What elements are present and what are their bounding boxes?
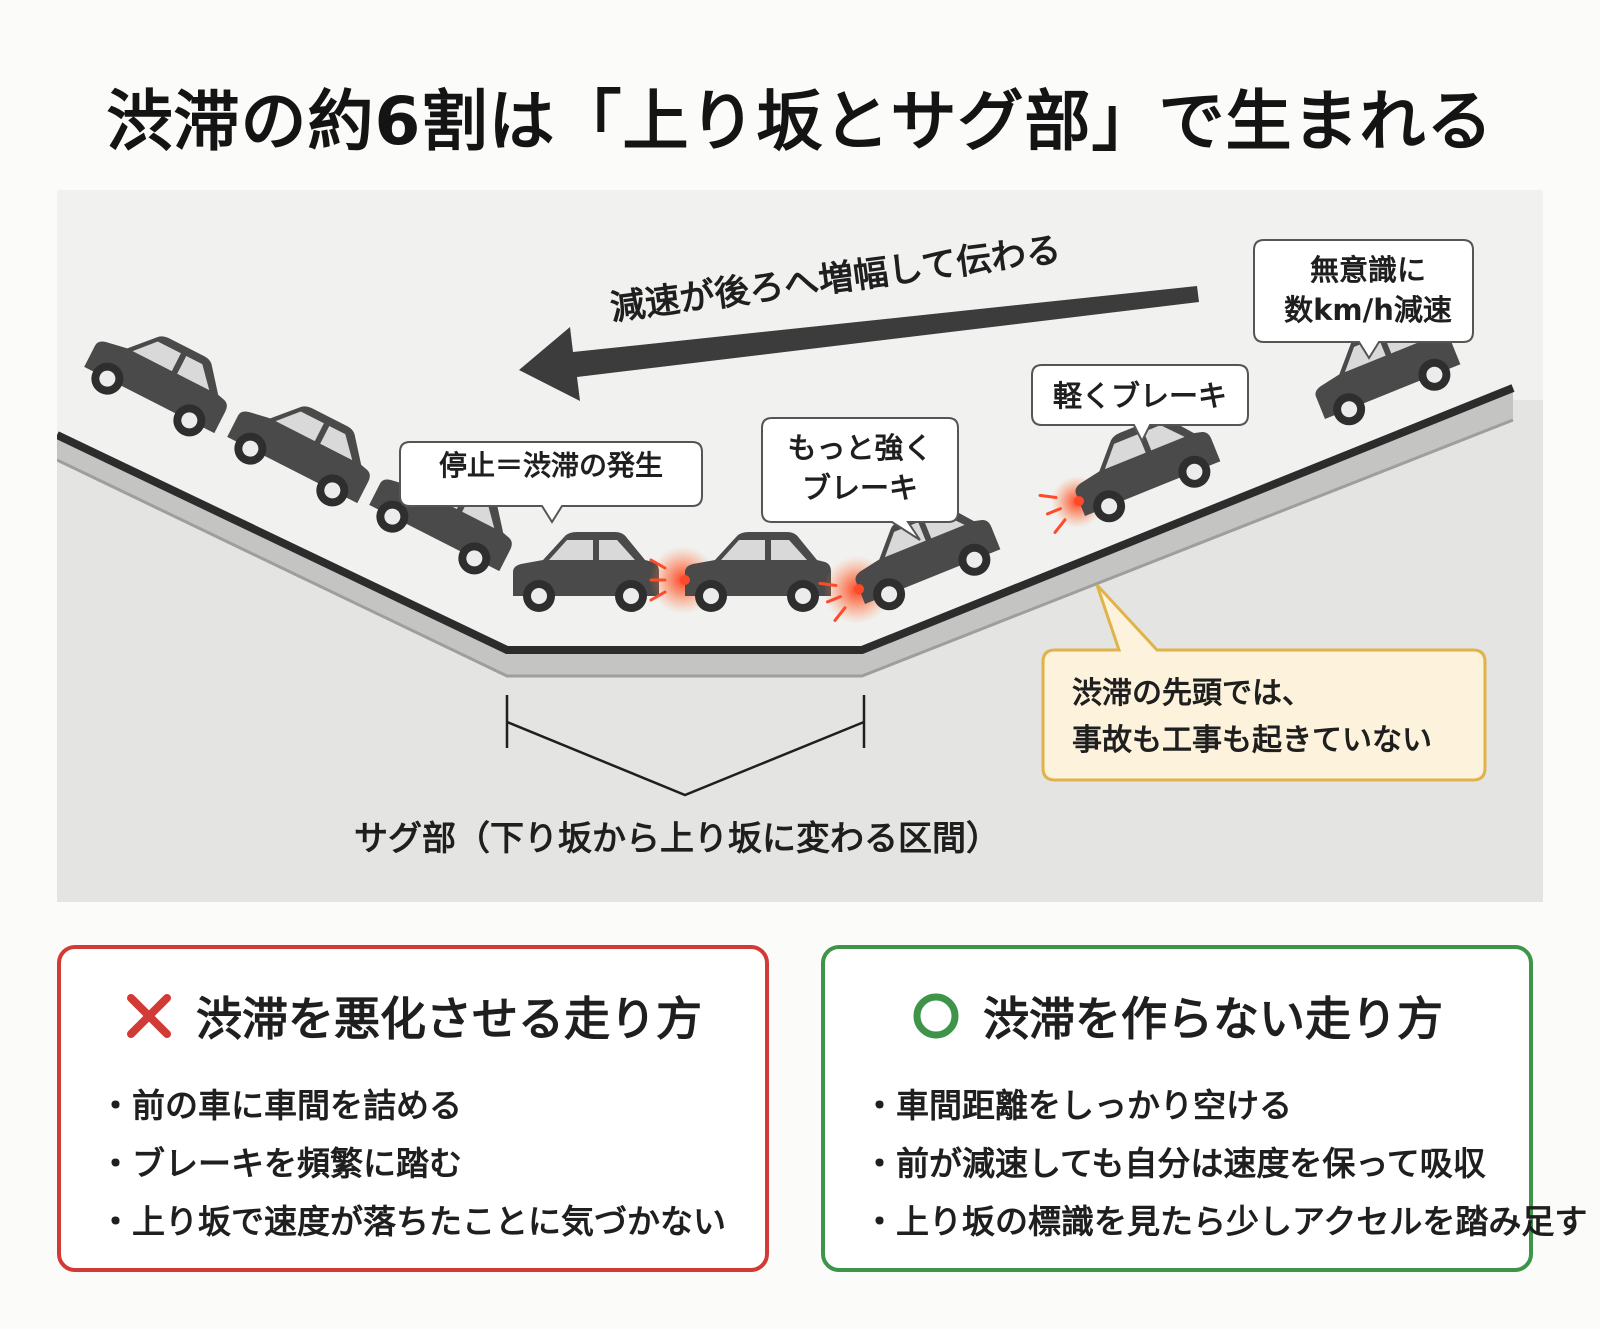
- cars-group: [84, 320, 1461, 624]
- brake-spark: [1045, 507, 1062, 516]
- brake-spark: [825, 595, 842, 604]
- list-item: 上り坂で速度が落ちたことに気づかない: [99, 1193, 726, 1251]
- car-hubcap: [1426, 366, 1443, 383]
- note-box: 渋滞の先頭では、 事故も工事も起きていない: [1041, 583, 1487, 782]
- car-window: [177, 355, 210, 391]
- car-hubcap: [623, 588, 639, 604]
- callout-stop: 停止＝渋滞の発生: [399, 441, 703, 524]
- car-window: [884, 522, 926, 558]
- car-hubcap: [99, 370, 116, 387]
- brake-spark: [649, 590, 667, 602]
- callout-stop-text: 停止＝渋滞の発生: [439, 449, 663, 482]
- car-hubcap: [324, 482, 341, 499]
- car-window: [275, 411, 324, 442]
- car-hubcap: [181, 412, 198, 429]
- car-window: [549, 540, 593, 560]
- car-hubcap: [1101, 498, 1118, 515]
- car-hubcap: [466, 550, 483, 567]
- car-window: [320, 425, 353, 461]
- callout-stronger-brake-line2: ブレーキ: [802, 471, 918, 505]
- callout-unconscious: 無意識に 数km/h減速: [1253, 239, 1474, 360]
- car: [1038, 417, 1221, 534]
- car-window: [1104, 434, 1146, 470]
- brake-spark: [833, 606, 847, 622]
- page-title: 渋滞の約6割は「上り坂とサグ部」で生まれる: [106, 83, 1494, 160]
- bad-panel-heading: 渋滞を悪化させる走り方: [196, 992, 702, 1046]
- deceleration-arrow: [519, 286, 1199, 401]
- circle-mark-icon: [911, 991, 961, 1041]
- bad-list: 前の車に車間を詰める ブレーキを頻繁に踏む 上り坂で速度が落ちたことに気づかない: [99, 1077, 726, 1251]
- car-hubcap: [531, 588, 547, 604]
- car-window: [599, 540, 635, 560]
- sag-bracket: [505, 695, 866, 797]
- car-hubcap: [703, 588, 719, 604]
- good-list: 車間距離をしっかり空ける 前が減速しても自分は速度を保って吸収 上り坂の標識を見…: [863, 1077, 1587, 1251]
- callout-unconscious-line2: 数km/h減速: [1284, 293, 1452, 327]
- brake-spark: [1053, 518, 1067, 534]
- callout-stronger-brake-line1: もっと強く: [787, 431, 932, 465]
- car-hubcap: [1341, 401, 1358, 418]
- brake-spark: [1038, 493, 1058, 500]
- car-window: [132, 341, 181, 372]
- note-line1: 渋滞の先頭では、: [1072, 676, 1312, 711]
- list-item: 上り坂の標識を見たら少しアクセルを踏み足す: [863, 1193, 1587, 1251]
- callout-unconscious-line1: 無意識に: [1310, 253, 1426, 287]
- traffic-diagram: 減速が後ろへ増幅して伝わる 停止＝渋滞の発生 もっと強く ブレーキ 軽くブレーキ…: [57, 190, 1543, 902]
- note-line2: 事故も工事も起きていない: [1072, 723, 1432, 758]
- sag-diagram-svg: 減速が後ろへ増幅して伝わる 停止＝渋滞の発生 もっと強く ブレーキ 軽くブレーキ…: [57, 230, 1543, 902]
- good-panel-header: 渋滞を作らない走り方: [825, 983, 1529, 1049]
- list-item: 車間距離をしっかり空ける: [863, 1077, 1587, 1135]
- callout-light-brake-text: 軽くブレーキ: [1053, 379, 1227, 413]
- road: [57, 388, 1513, 676]
- car-hubcap: [881, 586, 898, 603]
- car: [227, 406, 370, 507]
- car-window: [721, 540, 765, 560]
- bad-panel-header: 渋滞を悪化させる走り方: [61, 983, 765, 1049]
- list-item: 前が減速しても自分は速度を保って吸収: [863, 1135, 1587, 1193]
- car: [649, 532, 831, 614]
- tail-light: [854, 584, 865, 595]
- bad-driving-panel: 渋滞を悪化させる走り方 前の車に車間を詰める ブレーキを頻繁に踏む 上り坂で速度…: [57, 945, 769, 1272]
- callout-light-brake: 軽くブレーキ: [1031, 364, 1249, 444]
- car-hubcap: [795, 588, 811, 604]
- brake-spark: [649, 558, 667, 570]
- car: [84, 336, 227, 437]
- tail-light: [680, 575, 690, 585]
- callout-stronger-brake: もっと強く ブレーキ: [761, 417, 959, 541]
- list-item: 前の車に車間を詰める: [99, 1077, 726, 1135]
- road-edge: [57, 384, 1515, 654]
- car-hubcap: [242, 440, 259, 457]
- car-window: [771, 540, 807, 560]
- car-hubcap: [1186, 463, 1203, 480]
- good-driving-panel: 渋滞を作らない走り方 車間距離をしっかり空ける 前が減速しても自分は速度を保って…: [821, 945, 1587, 1272]
- car-hubcap: [966, 551, 983, 568]
- x-mark-icon: [124, 991, 174, 1041]
- brake-spark: [818, 581, 838, 588]
- list-item: ブレーキを頻繁に踏む: [99, 1135, 726, 1193]
- car-window: [1143, 425, 1185, 451]
- tail-light: [1074, 496, 1085, 507]
- car-hubcap: [384, 508, 401, 525]
- good-panel-heading: 渋滞を作らない走り方: [983, 992, 1443, 1046]
- car: [513, 532, 659, 612]
- sag-label: サグ部（下り坂から上り坂に変わる区間）: [354, 819, 1000, 859]
